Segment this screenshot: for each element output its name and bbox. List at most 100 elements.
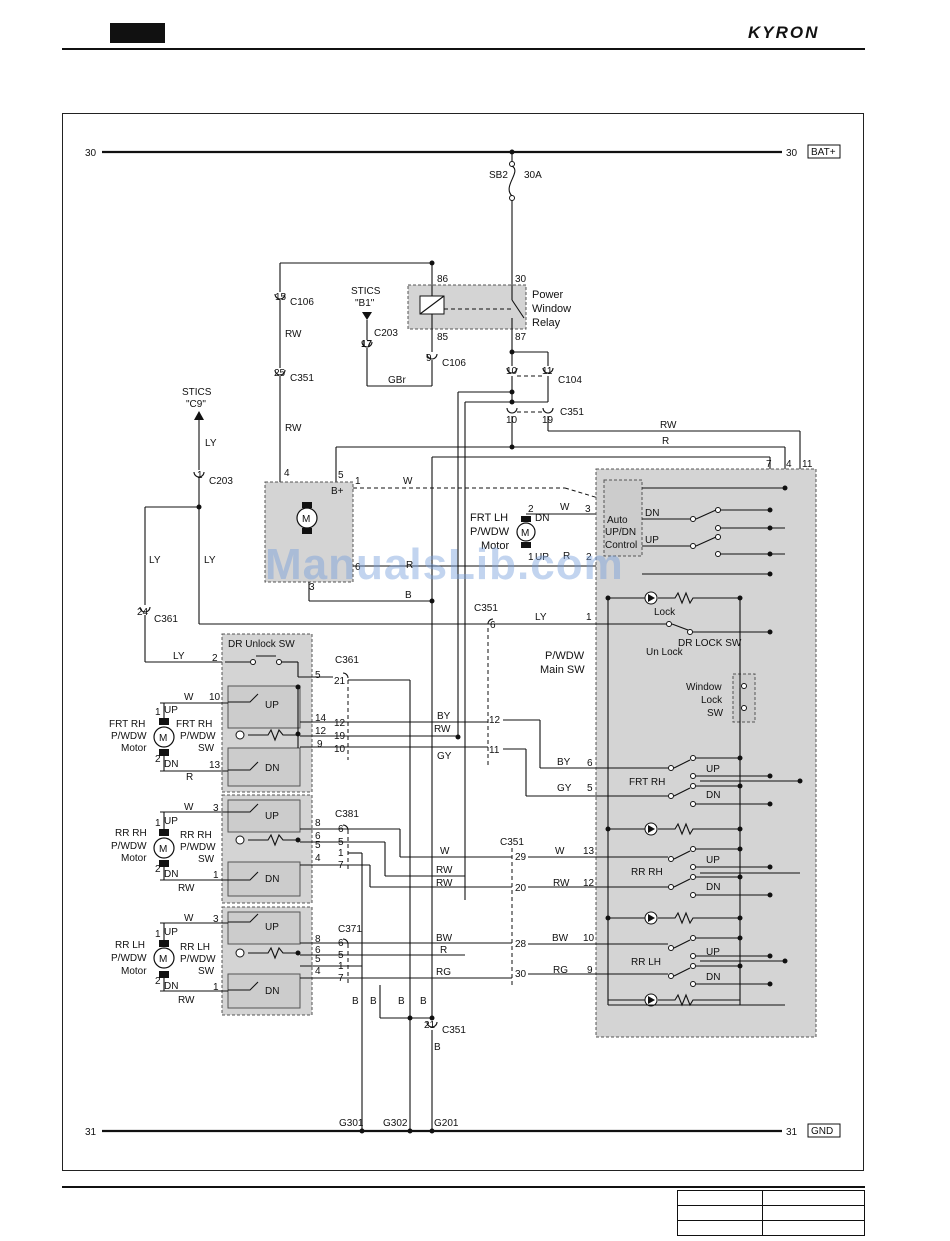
frt-rh-sw-dn: DN (265, 763, 279, 774)
c361b-label: C361 (335, 655, 359, 666)
wire-rw-3: RW (660, 420, 677, 431)
c351d-pin-29: 29 (515, 852, 527, 863)
rr-rh-m-pin-2: 2 (155, 864, 161, 875)
dr-unlock-pin-2: 2 (212, 653, 218, 664)
frt-rh-pin-12: 12 (315, 726, 327, 737)
rr-rh-m-dn: DN (164, 869, 178, 880)
wire-b-1: B (405, 590, 412, 601)
rr-rh-sw-2: P/WDW (180, 842, 216, 853)
frt-rh-motor-3: Motor (121, 743, 147, 754)
frt-lh-motor-letter: M (302, 514, 310, 525)
c361a-label: C361 (154, 614, 178, 625)
relay-pin-86: 86 (437, 274, 449, 285)
main-frt-rh: FRT RH (629, 777, 665, 788)
wire-rw-2: RW (285, 423, 302, 434)
wire-b-g4: B (420, 996, 427, 1007)
frt-lh-pin-1: 1 (355, 476, 361, 487)
rr-rh-sw-up: UP (265, 811, 279, 822)
rr-lh-pin-8: 8 (315, 934, 321, 945)
wire-bw-c371: BW (436, 933, 453, 944)
frt-lh-motor-word: Motor (481, 540, 509, 552)
main-frt-up: UP (706, 764, 720, 775)
frt-lh-dn: DN (535, 513, 549, 524)
rr-rh-motor-icon (153, 837, 175, 859)
relay-title-2: Window (532, 303, 571, 315)
fuse-icon (508, 165, 516, 197)
stics-b1-label: STICS (351, 286, 381, 297)
ground-g201: G201 (434, 1118, 459, 1129)
rr-rh-motor-letter: M (159, 844, 167, 855)
frt-lh-pin-5: 5 (338, 470, 344, 481)
relay-box (407, 284, 527, 330)
main-rr-rh: RR RH (631, 867, 663, 878)
main-pin-4: 4 (786, 459, 792, 470)
stics-c9-label: STICS (182, 387, 212, 398)
main-pin-10: 10 (583, 933, 595, 944)
frt-lh-pin-6: 6 (355, 562, 361, 573)
brand-logo: KYRON (748, 23, 820, 42)
wire-gbr: GBr (388, 375, 406, 386)
rr-lh-sw-up: UP (265, 922, 279, 933)
rr-lh-sw-2: P/WDW (180, 954, 216, 965)
c361b-pin-19: 19 (334, 731, 346, 742)
frt-rh-motor-1: FRT RH (109, 719, 145, 730)
relay-title-1: Power (532, 289, 564, 301)
frt-lh-pin-4: 4 (284, 468, 290, 479)
rr-lh-m-pin-2: 2 (155, 976, 161, 987)
frt-lh-pwdw: P/WDW (470, 526, 510, 538)
dr-unlock-pin-5: 5 (315, 670, 321, 681)
c106b-label: C106 (442, 358, 466, 369)
auto-2: UP/DN (605, 527, 636, 538)
main-pin-7: 7 (766, 459, 772, 470)
c104-label: C104 (558, 375, 582, 386)
relay-title-3: Relay (532, 317, 561, 329)
wire-rw-1: RW (285, 329, 302, 340)
rr-lh-motor-1: RR LH (115, 940, 145, 951)
lock-label: Lock (654, 607, 676, 618)
frt-rh-sw-2: P/WDW (180, 731, 216, 742)
rr-rh-motor-1: RR RH (115, 828, 147, 839)
footer-cell (677, 1220, 763, 1236)
frt-rh-pin-10: 10 (209, 692, 221, 703)
c381-pin-1: 1 (338, 848, 344, 859)
rr-lh-pin-1: 1 (213, 982, 219, 993)
stics-b1-pin: "B1" (355, 298, 375, 309)
frt-rh-motor-2: P/WDW (111, 731, 147, 742)
wire-r-1: R (662, 436, 669, 447)
main-pin-13: 13 (583, 846, 595, 857)
frt-rh-pin-9: 9 (317, 739, 323, 750)
frt-lh-center-motor-icon (516, 522, 536, 542)
c351d-label: C351 (500, 837, 524, 848)
wire-rw-frh: RW (434, 724, 451, 735)
wire-r-c371: R (440, 945, 447, 956)
rr-lh-led-icon (235, 948, 245, 958)
rr-lh-sw-3: SW (198, 966, 215, 977)
fuse-name: SB2 (489, 170, 508, 181)
c351e-label: C351 (442, 1025, 466, 1036)
rr-rh-pin-3: 3 (213, 803, 219, 814)
wire-r-3: R (563, 551, 570, 562)
main-pin-5: 5 (587, 783, 593, 794)
c361b-pin-21: 21 (334, 676, 346, 687)
relay-pin-30: 30 (515, 274, 527, 285)
rr-lh-motor-letter: M (159, 954, 167, 965)
wire-w-c381: W (440, 846, 450, 857)
frt-rh-sw-1: FRT RH (176, 719, 212, 730)
dr-lock-sw-label: DR LOCK SW (678, 638, 742, 649)
arrow-down-icon (362, 312, 372, 320)
fuse-rating: 30A (524, 170, 542, 181)
bat-label-box (807, 144, 841, 159)
wire-ly-4: LY (173, 651, 185, 662)
auto-1: Auto (607, 515, 628, 526)
main-pin-3: 3 (585, 504, 591, 515)
bus-top-left: 30 (85, 148, 97, 159)
rr-rh-led-icon (235, 835, 245, 845)
frt-rh-led-icon (235, 730, 245, 740)
rr-rh-sw-dn: DN (265, 874, 279, 885)
c351e-pin: 21 (424, 1020, 436, 1031)
frt-rh-m-pin-2: 2 (155, 754, 161, 765)
frt-lh-c-pin-2: 2 (528, 504, 534, 515)
ground-g302: G302 (383, 1118, 408, 1129)
rr-lh-pin-6: 6 (315, 945, 321, 956)
main-pin-12: 12 (583, 878, 595, 889)
